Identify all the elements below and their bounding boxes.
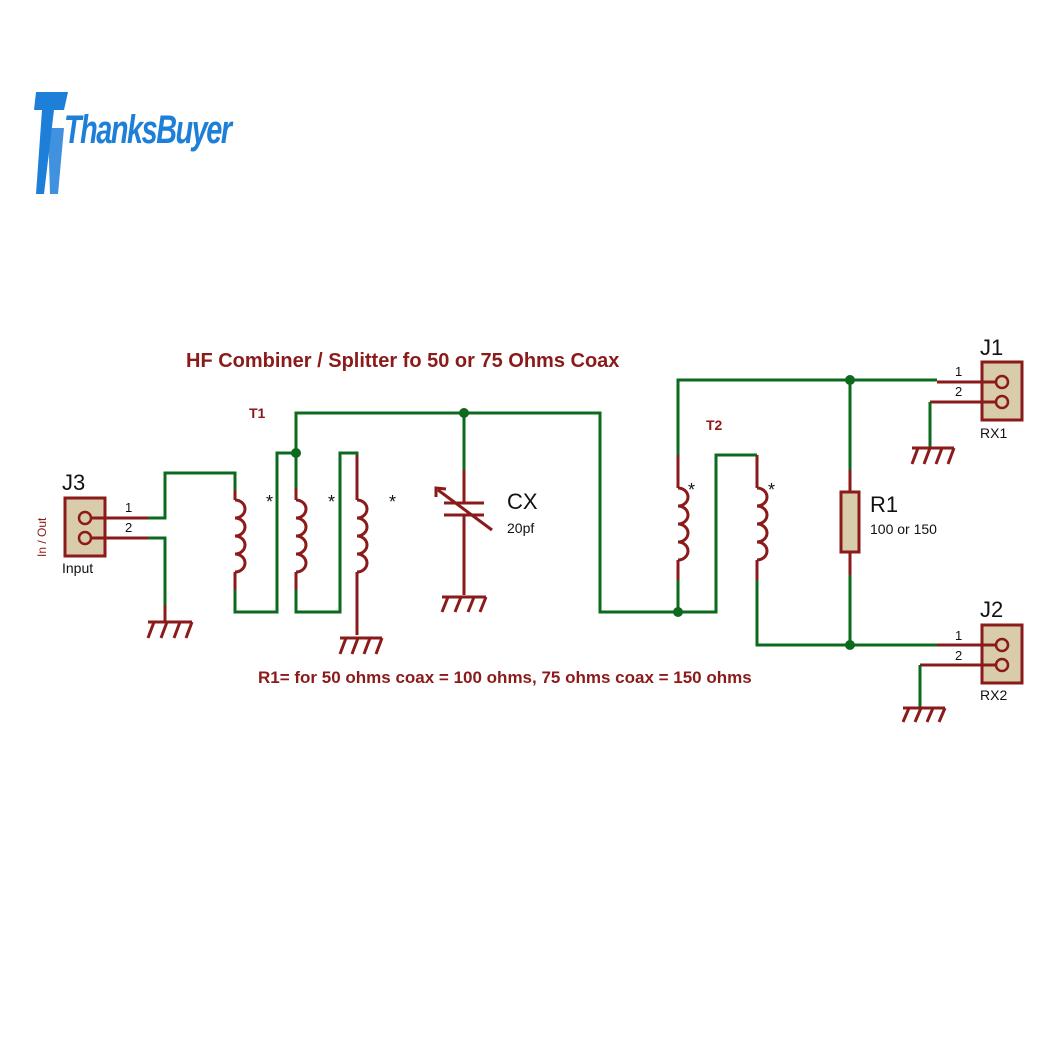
j1-pin1-num: 1 (955, 364, 962, 379)
cx-ref: CX (507, 489, 538, 514)
j2-pin1-num: 1 (955, 628, 962, 643)
t1-coil-3 (355, 455, 369, 635)
j1-label: RX1 (980, 425, 1007, 441)
ground-icon (146, 605, 194, 639)
t1-dot-3: * (389, 492, 396, 512)
resistor-r1 (839, 490, 861, 554)
ground-icon (440, 595, 488, 613)
j3-ref: J3 (62, 470, 85, 495)
logo-mark-icon (34, 92, 68, 194)
j3-label: Input (62, 560, 93, 576)
wire-t2-to-j2 (755, 580, 937, 647)
t2-ref: T2 (706, 417, 723, 433)
t2-dot-2: * (768, 480, 775, 500)
connector-j1: J1 RX1 1 2 (930, 335, 1024, 441)
j3-pin2-num: 2 (125, 520, 132, 535)
j2-label: RX2 (980, 687, 1007, 703)
logo-text: ThanksBuyer (64, 108, 232, 152)
t1-dot-1: * (266, 492, 273, 512)
r1-value: 100 or 150 (870, 521, 937, 537)
junction-dot (291, 448, 301, 458)
j1-body (980, 360, 1024, 422)
t1-coil-1 (233, 490, 247, 590)
j2-pin2-num: 2 (955, 648, 962, 663)
r1-note: R1= for 50 ohms coax = 100 ohms, 75 ohms… (258, 668, 752, 687)
t2-coil-1 (676, 455, 690, 580)
t1-ref: T1 (249, 405, 266, 421)
j3-pin1-num: 1 (125, 500, 132, 515)
wire-t1-coil1-coil2 (233, 451, 296, 614)
wire-t1-coil2-coil3 (294, 451, 359, 614)
r1-ref: R1 (870, 492, 898, 517)
connector-j3: J3 In / Out Input 1 2 (35, 470, 148, 576)
wire-j3-pin2 (148, 536, 167, 620)
ground-icon (338, 636, 384, 655)
junction-dot (673, 607, 683, 617)
t2-dot-1: * (688, 480, 695, 500)
variable-arrow-icon (437, 488, 493, 532)
t1-coil-2 (294, 488, 308, 590)
t2-coil-2 (755, 455, 769, 580)
t1-dot-2: * (328, 492, 335, 512)
ground-icon (910, 446, 956, 465)
j2-body (980, 623, 1024, 685)
cx-value: 20pf (507, 520, 534, 536)
ground-icon (901, 706, 947, 723)
thanksbuyer-logo: ThanksBuyer (34, 88, 232, 198)
j1-pin2-num: 2 (955, 384, 962, 399)
j3-side-label: In / Out (35, 517, 49, 557)
j2-ref: J2 (980, 597, 1003, 622)
wire-t1-t2-bus (294, 411, 678, 614)
diagram-title: HF Combiner / Splitter fo 50 or 75 Ohms … (186, 350, 619, 372)
capacitor-cx (434, 413, 493, 595)
j1-ref: J1 (980, 335, 1003, 360)
connector-j2: J2 RX2 1 2 (920, 597, 1024, 703)
wire-j3-pin1 (148, 471, 237, 520)
wire-t2-center (676, 453, 757, 614)
j3-body (63, 496, 107, 558)
